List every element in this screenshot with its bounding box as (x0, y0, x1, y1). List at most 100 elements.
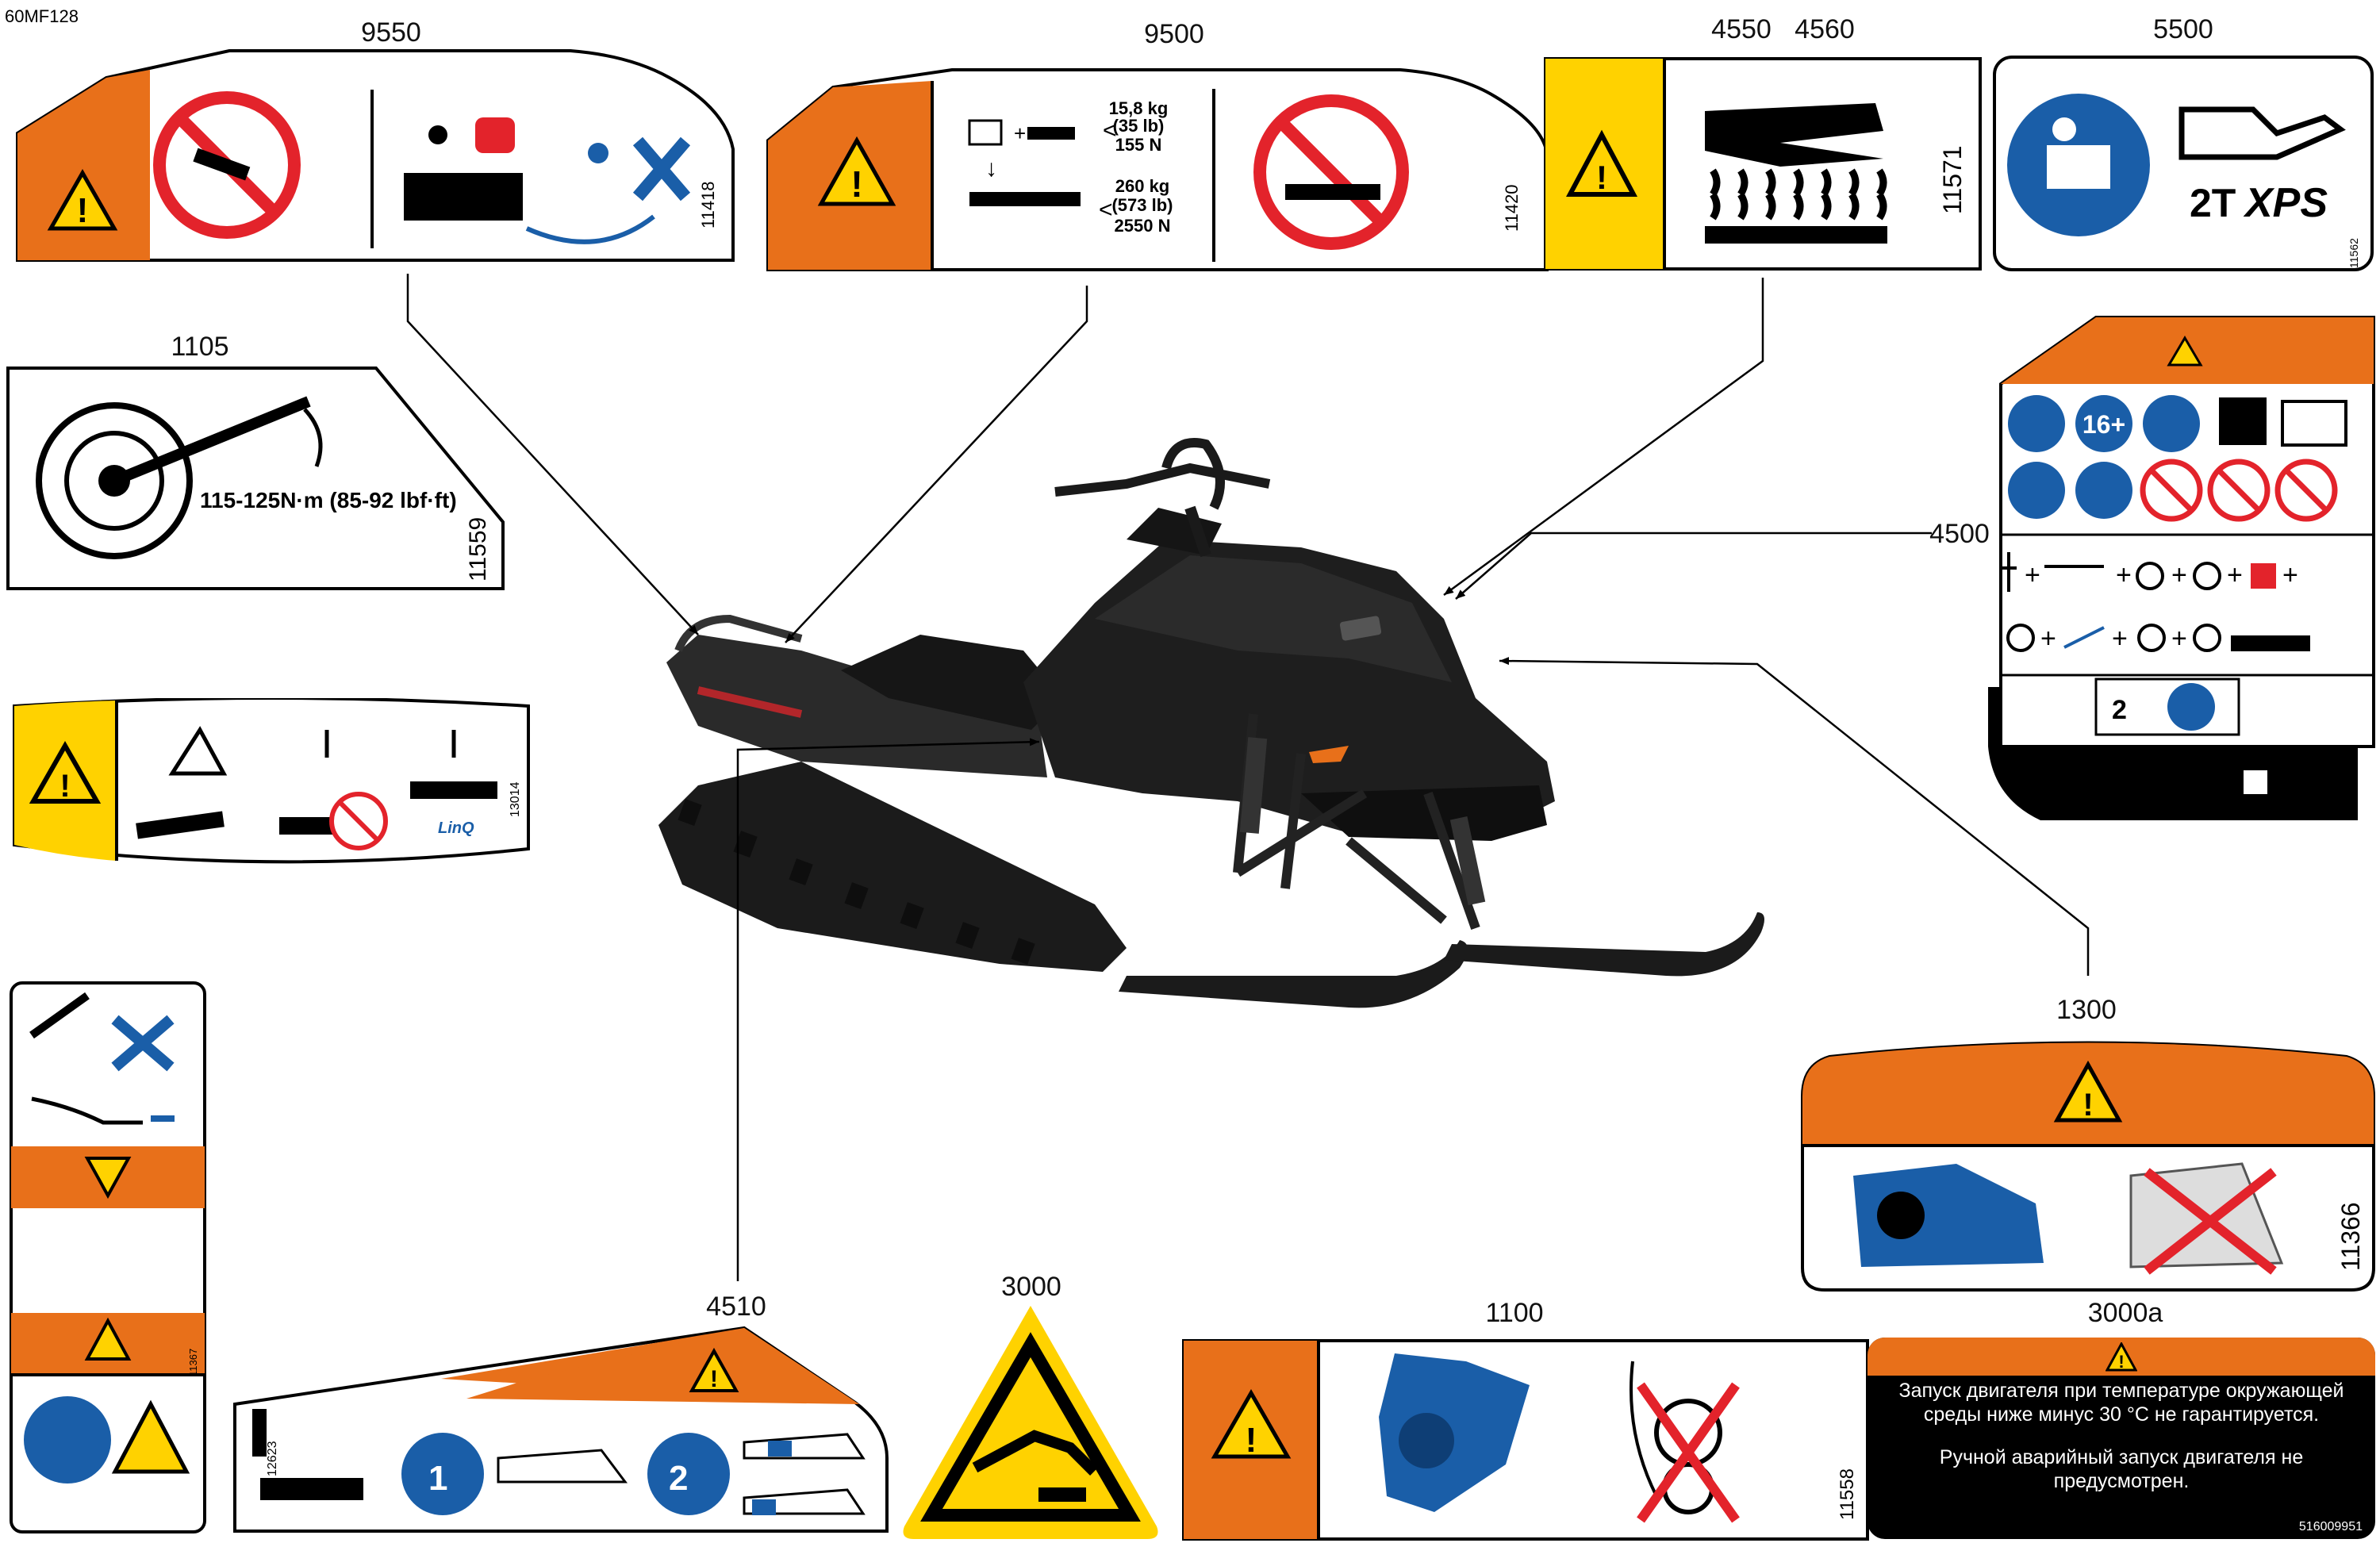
svg-text:+: + (2227, 560, 2243, 590)
label-1100-code: 11558 (1837, 1468, 1858, 1520)
explosion-hazard-icon (111, 1399, 190, 1474)
label-5500: 2T XPS 11562 (1993, 56, 2374, 271)
svg-text:!: ! (60, 769, 70, 804)
svg-text:↓: ↓ (985, 155, 997, 182)
torque-wrench-icon (112, 396, 311, 486)
age-restriction-icon (2075, 395, 2132, 452)
label-1300-code: 11366 (2336, 1202, 2365, 1271)
hand-icon (1705, 103, 1883, 167)
label-3000a: ! Запуск двигателя при температуре окруж… (1868, 1338, 2375, 1539)
label-3000 (903, 1306, 1158, 1539)
svg-text:+: + (2171, 560, 2187, 590)
svg-text:!: ! (1246, 1421, 1257, 1460)
label-3000a-code: 516009951 (2298, 1520, 2363, 1533)
qr-code-icon (2219, 397, 2267, 445)
persons-1: 1 (428, 1459, 447, 1498)
warning-triangle-icon (689, 1347, 739, 1392)
persons-required: 2 (2112, 695, 2127, 725)
key-off-icon (475, 117, 515, 153)
warning-triangle-icon (1566, 129, 1637, 197)
cargo-icon (968, 119, 1003, 146)
ski-lift-icon (497, 1449, 628, 1484)
svg-text:+: + (2171, 624, 2187, 654)
label-3000a-line3: Ручной аварийный запуск двигателя не (1939, 1446, 2304, 1468)
belt-rotation-icon (1630, 1361, 1658, 1497)
svg-text:!: ! (710, 1366, 718, 1392)
svg-text:+: + (2282, 560, 2298, 590)
callout-4560: 4560 (1795, 14, 1855, 44)
read-manual-icon (24, 1396, 111, 1484)
label-9500-code: 11420 (1502, 184, 1522, 232)
svg-text:!: ! (1596, 159, 1607, 196)
label-3000a-line4: предусмотрен. (2053, 1470, 2190, 1492)
starting-procedure-icons: + + + + + + + + (2001, 552, 2310, 654)
snowmobile-illustration (658, 438, 1764, 1008)
tool-icon (111, 1015, 175, 1072)
callout-1105: 1105 (171, 332, 229, 362)
spark-plug-icon (29, 992, 90, 1039)
video-icon (2281, 400, 2347, 447)
svg-text:+: + (2025, 560, 2040, 590)
warning-triangle-icon (47, 168, 118, 231)
clutch-cover-icon (1853, 1164, 2044, 1267)
oil-can-icon (2178, 106, 2346, 160)
plug-cable-icon (31, 1096, 143, 1125)
warning-triangle-icon (2167, 336, 2203, 367)
label-4550: ! 11571 (1544, 57, 1982, 271)
oil-type: 2T (2190, 181, 2236, 225)
weight-2: 260 kg (1115, 176, 1170, 196)
weight-2-lb: (573 lb) (1111, 195, 1173, 215)
label-4510: ! 12623 1 2 (233, 1326, 889, 1533)
svg-text:!: ! (850, 163, 862, 205)
warning-triangle-icon: ! (2106, 1342, 2137, 1372)
rollover-icon (2167, 683, 2215, 731)
barcode-icon (252, 1409, 267, 1457)
warning-triangle-icon (2053, 1060, 2123, 1123)
label-1105-code: 11559 (465, 517, 491, 582)
warning-triangle-icon (1211, 1388, 1292, 1459)
weight-1: 15,8 kg (1109, 98, 1169, 118)
one-person-icon (401, 1433, 484, 1515)
svg-text:<: < (1099, 197, 1113, 223)
warning-triangle-icon (84, 1157, 132, 1199)
torque-spec: 115-125N·m (85-92 lbf·ft) (200, 488, 457, 512)
callout-1100: 1100 (1485, 1298, 1544, 1328)
svg-text:!: ! (2118, 1352, 2124, 1372)
svg-text:<: < (1103, 117, 1117, 144)
brand-text: LinQ (438, 819, 474, 837)
label-4510-code: 12623 (266, 1441, 279, 1476)
label-2520-code: 11367 (187, 1349, 199, 1376)
persons-2: 2 (669, 1459, 688, 1498)
hand-hazard-icon (903, 1306, 1158, 1539)
callout-1300: 1300 (2056, 995, 2117, 1025)
callout-3000: 3000 (1001, 1272, 1061, 1302)
hot-surface-icon (1705, 168, 1887, 244)
svg-text:+: + (2112, 624, 2128, 654)
warning-triangle-icon (29, 740, 102, 804)
svg-text:+: + (1014, 121, 1026, 145)
snowmobile-icon (260, 1478, 363, 1500)
label-5500-code: 11562 (2347, 238, 2360, 268)
callout-3000a: 3000a (2087, 1298, 2163, 1328)
two-person-icon (647, 1433, 730, 1515)
label-9550-code: 11418 (698, 181, 718, 228)
figure-id: 60MF128 (5, 6, 79, 26)
svg-text:!: ! (77, 191, 89, 230)
svg-text:+: + (2040, 624, 2056, 654)
warning-triangle-icon (817, 136, 896, 206)
svg-text:!: ! (2082, 1088, 2093, 1123)
callout-5500: 5500 (2153, 14, 2213, 44)
protective-gear-icon (2008, 462, 2065, 519)
avalanche-rider-icon (136, 811, 225, 839)
force-1: 155 N (1115, 135, 1162, 155)
label-9525: ! LinQ 13014 (13, 698, 530, 864)
callout-4500: 4500 (1929, 519, 1990, 549)
svg-text:+: + (2116, 560, 2132, 590)
belt-guard-icon (1379, 1353, 1530, 1512)
label-4550-code: 11571 (1938, 145, 1967, 214)
callout-9500: 9500 (1144, 19, 1204, 49)
age-restriction: 16+ (2082, 410, 2125, 439)
label-1100: ! 11558 (1182, 1339, 1869, 1541)
label-3000a-line1: Запуск двигателя при температуре окружаю… (1898, 1380, 2344, 1402)
label-4500: 16+ + + + + + + + + 2 (1988, 316, 2375, 820)
